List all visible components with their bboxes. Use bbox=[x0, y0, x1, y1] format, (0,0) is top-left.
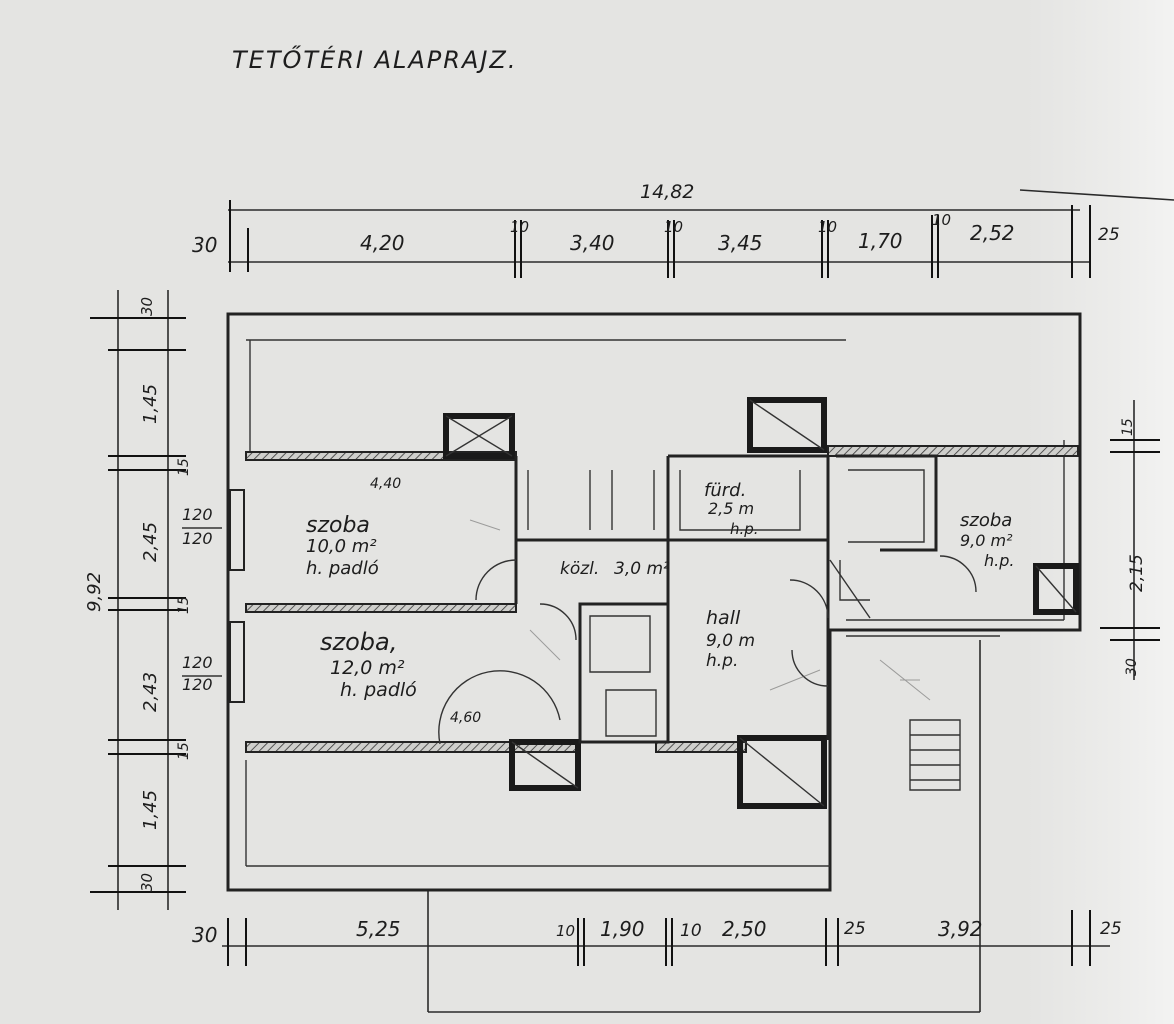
left-dimension-lines bbox=[90, 290, 186, 910]
door-size-2: 120 bbox=[182, 653, 213, 672]
knee-walls bbox=[245, 445, 1079, 753]
left-total-dim: 9,92 bbox=[84, 572, 105, 612]
room-name: szoba bbox=[960, 510, 1012, 531]
dim-bottom-1: 5,25 bbox=[356, 917, 401, 941]
room-name: közl. bbox=[560, 559, 599, 579]
room-name: szoba bbox=[306, 513, 370, 538]
room-area: 2,5 m bbox=[708, 499, 754, 518]
bottom-dimension-labels: 30 5,25 10 1,90 10 2,50 25 3,92 25 bbox=[192, 917, 1122, 947]
room-hall: hall 9,0 m h.p. bbox=[706, 607, 755, 671]
outer-walls bbox=[226, 312, 1082, 892]
dim-bottom-0: 30 bbox=[192, 923, 217, 947]
dim-left-6: 15 bbox=[176, 742, 192, 760]
room-area: 9,0 m² bbox=[960, 531, 1013, 550]
door-size-0: 120 bbox=[182, 505, 213, 524]
dim-right-2: 30 bbox=[1124, 658, 1140, 676]
door-size-3: 120 bbox=[182, 675, 213, 694]
dim-bottom-3: 1,90 bbox=[600, 917, 645, 941]
dim-top-1: 4,20 bbox=[360, 231, 405, 255]
dim-left-8: 30 bbox=[138, 873, 156, 892]
interior-partitions bbox=[514, 454, 1064, 791]
door-size-labels: 120 120 120 120 bbox=[182, 505, 222, 694]
top-total-dim: 14,82 bbox=[640, 181, 694, 203]
dim-bottom-5: 2,50 bbox=[722, 917, 767, 941]
dim-left-1: 1,45 bbox=[140, 384, 161, 424]
room-area: 10,0 m² bbox=[306, 536, 377, 557]
room-floor: h.p. bbox=[984, 551, 1014, 570]
room-floor: h. padló bbox=[306, 558, 379, 579]
wall-length-1: 4,60 bbox=[450, 710, 481, 726]
dim-top-0: 30 bbox=[192, 233, 217, 257]
room-area: 3,0 m² bbox=[614, 559, 670, 579]
room-name: fürd. bbox=[704, 480, 746, 501]
bottom-dimension-lines bbox=[222, 640, 1110, 1013]
dim-top-9: 2,52 bbox=[970, 221, 1015, 245]
pencil-marks bbox=[469, 519, 931, 701]
room-area: 9,0 m bbox=[706, 631, 755, 651]
dim-bottom-8: 25 bbox=[1100, 919, 1122, 939]
dim-left-4: 15 bbox=[176, 596, 192, 614]
room-area: 12,0 m² bbox=[330, 657, 405, 679]
wall-length-0: 4,40 bbox=[370, 476, 401, 492]
dim-bottom-6: 25 bbox=[844, 919, 866, 939]
room-szoba1: szoba 10,0 m² h. padló bbox=[306, 513, 379, 579]
scan-shading bbox=[1024, 0, 1174, 1024]
dim-bottom-4: 10 bbox=[680, 921, 702, 941]
chimneys bbox=[443, 397, 1079, 809]
room-kozl: közl. 3,0 m² bbox=[560, 559, 670, 579]
dim-top-8: 10 bbox=[932, 211, 951, 229]
dim-left-2: 15 bbox=[176, 458, 192, 476]
top-dimension-labels: 30 4,20 10 3,40 10 3,45 10 1,70 10 2,52 … bbox=[192, 211, 1120, 257]
door-swings bbox=[438, 555, 977, 745]
dim-top-5: 3,45 bbox=[718, 231, 763, 255]
window-markers bbox=[229, 489, 245, 703]
dim-left-7: 1,45 bbox=[140, 790, 161, 830]
dim-top-7: 1,70 bbox=[858, 229, 903, 253]
dim-left-0: 30 bbox=[138, 297, 156, 316]
dim-right-0: 15 bbox=[1120, 418, 1136, 436]
dim-top-4: 10 bbox=[664, 218, 683, 236]
dim-left-5: 2,43 bbox=[140, 672, 161, 712]
dim-bottom-2: 10 bbox=[556, 922, 575, 940]
room-floor: h.p. bbox=[730, 520, 759, 538]
right-dimension-lines bbox=[1100, 400, 1160, 680]
dim-top-6: 10 bbox=[818, 218, 837, 236]
dim-top-10: 25 bbox=[1098, 225, 1120, 245]
dim-right-1: 2,15 bbox=[1127, 554, 1147, 592]
dim-top-3: 3,40 bbox=[570, 231, 615, 255]
dim-left-3: 2,45 bbox=[140, 522, 161, 562]
dim-bottom-7: 3,92 bbox=[938, 917, 983, 941]
top-dimension-lines bbox=[228, 189, 1174, 278]
door-size-1: 120 bbox=[182, 529, 213, 548]
left-dimension-labels: 30 1,45 15 2,45 15 2,43 15 1,45 30 bbox=[138, 297, 192, 892]
room-name: szoba, bbox=[320, 628, 397, 656]
room-furdo: fürd. 2,5 m h.p. bbox=[704, 480, 759, 538]
room-name: hall bbox=[706, 607, 741, 629]
room-szoba3: szoba 9,0 m² h.p. bbox=[960, 510, 1014, 570]
room-floor: h. padló bbox=[340, 679, 417, 701]
dim-top-2: 10 bbox=[510, 218, 529, 236]
room-szoba2: szoba, 12,0 m² h. padló bbox=[320, 628, 417, 701]
plan-title: TETŐTÉRI ALAPRAJZ. bbox=[232, 44, 518, 74]
room-floor: h.p. bbox=[706, 651, 738, 671]
